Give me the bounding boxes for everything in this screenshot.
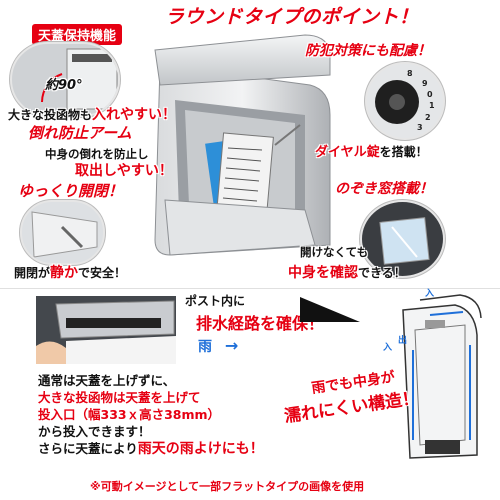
in-label-top: 入 <box>425 289 435 299</box>
lid-angle-text: 約90° <box>45 78 83 93</box>
lid-hold-label: 天蓋保持機能 <box>32 24 123 45</box>
svg-text:3: 3 <box>417 123 423 132</box>
arrow-wedge <box>300 297 360 322</box>
svg-text:0: 0 <box>427 90 433 99</box>
tip-prevention-line1: 中身の倒れを防止し <box>45 147 149 161</box>
slow-close-b: 静か <box>50 265 79 281</box>
instruction-line5-a: さらに天蓋により <box>38 441 138 456</box>
dial-lock-b: を搭載！ <box>379 145 428 159</box>
in-label-side: 入 <box>383 343 393 353</box>
slow-close-text: 開閉が静かで安全！ <box>14 262 126 282</box>
slow-close-photo <box>20 200 105 265</box>
window-line1: 開けなくても <box>300 245 369 259</box>
window-line2-b: できる！ <box>358 266 406 280</box>
svg-text:9: 9 <box>422 79 428 88</box>
rain-arrow-icon: → <box>224 336 239 355</box>
peep-window-photo <box>360 200 445 278</box>
dial-lock-a: ダイヤル錠 <box>315 145 380 160</box>
cross-section-diagram <box>385 290 485 470</box>
slow-close-a: 開閉が <box>14 266 51 280</box>
instruction-line4: から投入できます！ <box>38 424 151 439</box>
slow-close-title: ゆっくり開閉！ <box>18 182 124 200</box>
lid-hold-photo <box>10 42 120 117</box>
large-items-a: 大きな投函物も <box>8 108 93 122</box>
instruction-line3: 投入口（幅333ｘ高さ38mm） <box>38 407 221 422</box>
tip-prevention-line2: 取出しやすい！ <box>75 163 173 179</box>
window-title: のぞき窓搭載！ <box>335 181 433 197</box>
drainage-line1: ポスト内に <box>185 294 246 308</box>
svg-text:8: 8 <box>407 69 413 78</box>
window-line2: 中身を確認できる！ <box>288 262 406 282</box>
security-title: 防犯対策にも配慮！ <box>305 43 431 59</box>
rain-label: 雨 → <box>198 336 238 356</box>
mailbox-illustration <box>154 34 331 256</box>
svg-text:1: 1 <box>429 101 435 110</box>
tip-prevention-title: 倒れ防止アーム <box>28 124 132 142</box>
instruction-line5-b: 雨天の雨よけにも！ <box>137 441 264 457</box>
slow-close-c: で安全！ <box>78 266 127 280</box>
section-divider <box>0 288 500 289</box>
drainage-line2: 排水経路を確保！ <box>196 314 325 333</box>
rain-text: 雨 <box>198 339 212 355</box>
instruction-line1: 通常は天蓋を上げずに、 <box>38 373 176 388</box>
instructions-block: 通常は天蓋を上げずに、 大きな投函物は天蓋を上げて 投入口（幅333ｘ高さ38m… <box>38 372 264 458</box>
dial-lock-text: ダイヤル錠を搭載！ <box>315 141 428 160</box>
out-label: 出 <box>398 336 408 346</box>
slot-photo <box>36 296 176 364</box>
large-items-text: 大きな投函物も入れやすい！ <box>8 104 176 124</box>
svg-text:2: 2 <box>425 113 431 122</box>
instruction-line2: 大きな投函物は天蓋を上げて <box>38 390 201 405</box>
page-title: ラウンドタイプのポイント！ <box>165 6 419 28</box>
window-line2-a: 中身を確認 <box>288 265 358 281</box>
large-items-b: 入れやすい！ <box>92 107 177 123</box>
footnote: ※可動イメージとして一部フラットタイプの画像を使用 <box>90 480 365 493</box>
